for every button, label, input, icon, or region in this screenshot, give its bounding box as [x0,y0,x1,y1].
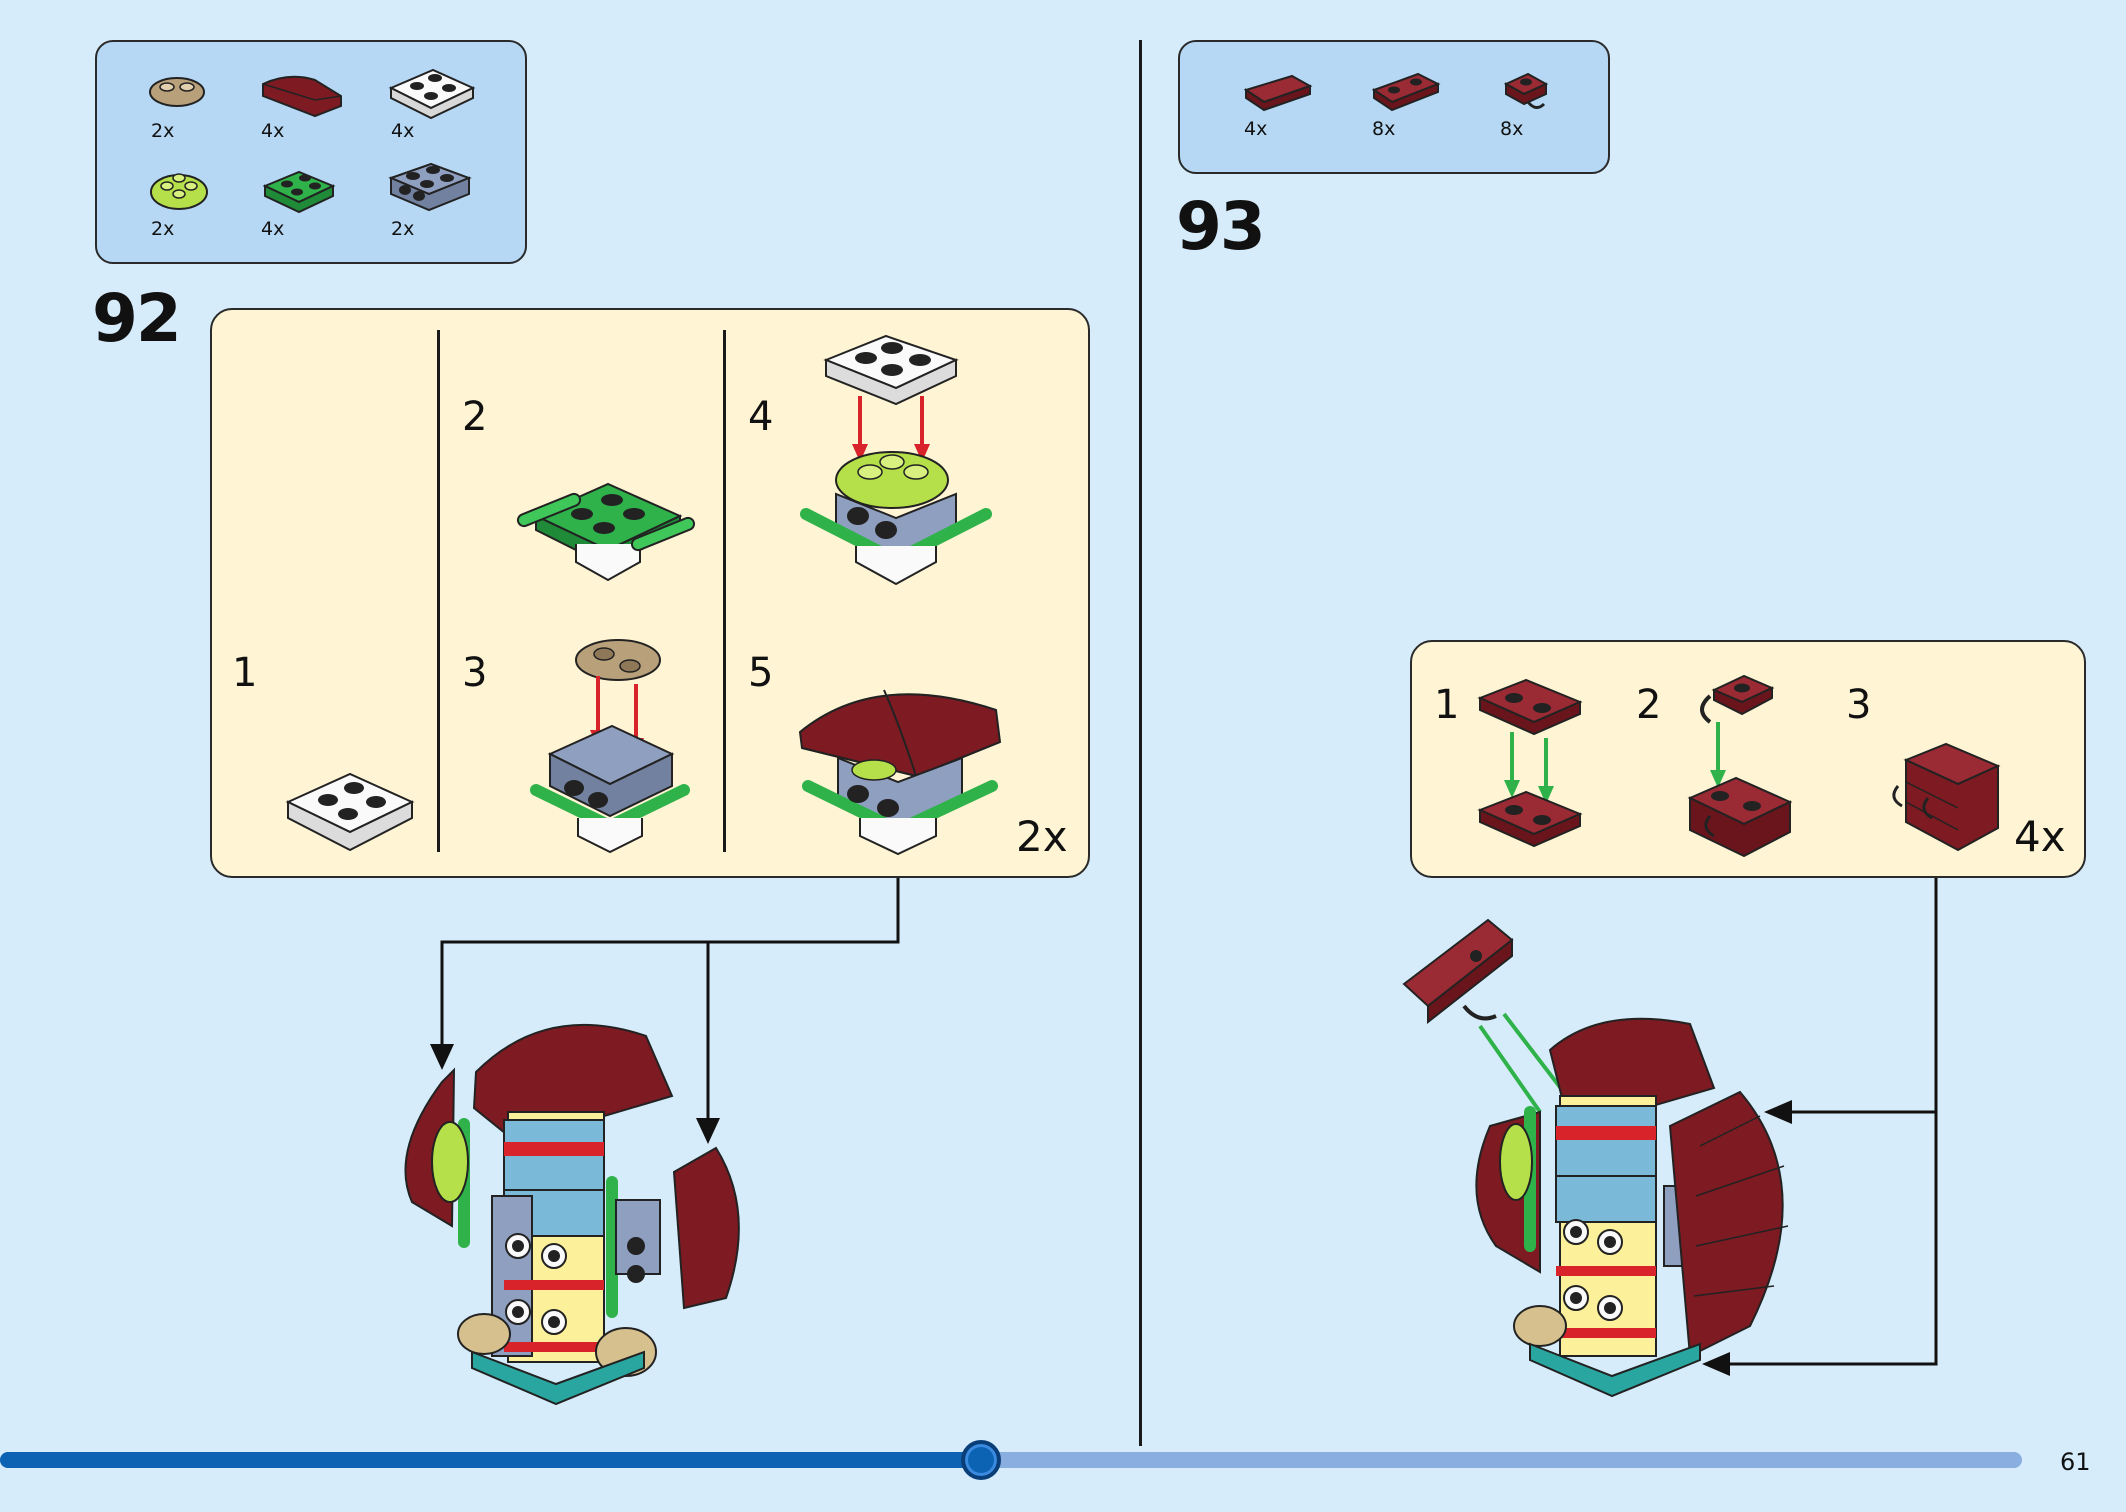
part-qty: 4x [391,120,415,142]
white-plate-2x2-icon [388,68,476,120]
dark-red-plate-with-clip-icon [1503,72,1549,109]
page-divider [1139,40,1142,1446]
part-qty: 8x [1372,118,1396,140]
substep-number: 2 [462,394,488,440]
dark-red-plate-1x2-icon [1371,72,1441,112]
step92-main-model [404,1023,740,1406]
substep-number: 3 [462,650,488,696]
progress-bar [0,1452,2022,1468]
green-plate-with-bars-icon [262,170,336,214]
part-qty: 4x [261,120,285,142]
lime-round-plate-2x2-icon [150,173,208,210]
build-multiplier: 2x [1016,812,1068,861]
part-qty: 2x [391,218,415,240]
substep-number: 3 [1846,682,1872,728]
substep-divider [437,330,440,852]
dark-red-tile-1x2-icon [1243,74,1313,112]
step93-parts-list: 4x 8x 8x [1178,40,1610,174]
step-number-93: 93 [1176,188,1266,265]
substep-number: 1 [232,650,258,696]
substep-number: 5 [748,650,774,696]
substep-divider [723,330,726,852]
step92-parts-list: 2x 4x 4x 2x 4x 2x [95,40,527,264]
substep-number: 4 [748,394,774,440]
red-clip-plate-illustration [1687,674,1793,858]
tan-round-plate-1x2-icon [149,77,205,107]
dark-red-curved-slope-icon [262,75,342,118]
part-qty: 4x [261,218,285,240]
red-wall-panel-illustration [1892,742,2001,852]
part-qty: 8x [1500,118,1524,140]
build-multiplier: 4x [2014,812,2066,861]
green-sled-illustration [516,482,696,582]
progress-fill [0,1452,981,1468]
white-plate-2x2-illustration [285,772,415,852]
progress-knob [961,1440,1001,1480]
stacked-plates-illustration [800,334,992,586]
step93-main-model [1402,918,1789,1398]
red-plates-stack-illustration [1477,678,1583,848]
part-qty: 2x [151,120,175,142]
grey-brick-with-studs-icon [388,162,472,212]
tan-plate-attach-illustration [530,639,690,854]
step-number-92: 92 [92,280,182,357]
page-number: 61 [2060,1448,2091,1476]
substep-number: 1 [1434,682,1460,728]
part-qty: 2x [151,218,175,240]
part-qty: 4x [1244,118,1268,140]
covered-assembly-illustration [798,689,1002,856]
substep-number: 2 [1636,682,1662,728]
